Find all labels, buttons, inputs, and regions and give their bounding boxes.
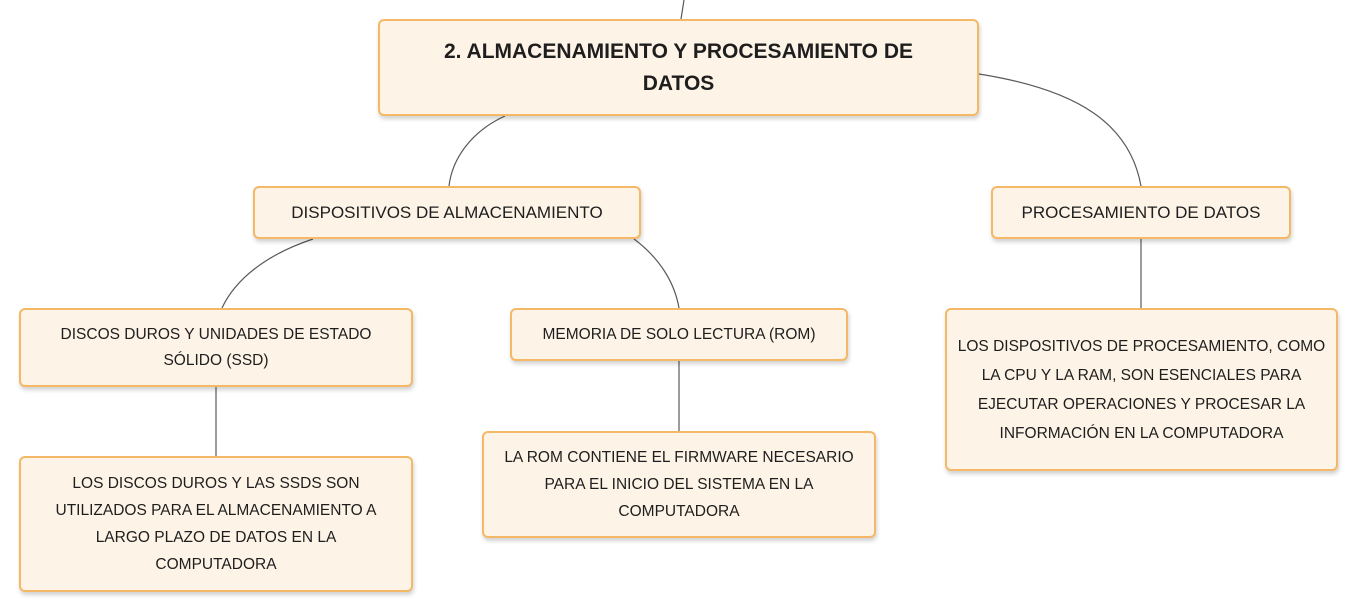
connector-storage-disks	[221, 238, 314, 309]
connector-root-processing	[978, 73, 1142, 187]
data-processing-label: PROCESAMIENTO DE DATOS	[1021, 202, 1261, 222]
connector-root-storage	[448, 115, 506, 187]
root-topic-label: 2. ALMACENAMIENTO Y PROCESAMIENTO DE DAT…	[443, 39, 914, 95]
hard-disks-description-text: LOS DISCOS DUROS Y LAS SSDS SON UTILIZAD…	[55, 475, 377, 573]
rom-description-node[interactable]: LA ROM CONTIENE EL FIRMWARE NECESARIO PA…	[482, 431, 876, 538]
connector-incoming	[680, 0, 685, 20]
processing-description-node[interactable]: LOS DISPOSITIVOS DE PROCESAMIENTO, COMO …	[945, 308, 1338, 471]
rom-description-text: LA ROM CONTIENE EL FIRMWARE NECESARIO PA…	[504, 449, 854, 520]
rom-label: MEMORIA DE SOLO LECTURA (ROM)	[542, 325, 816, 343]
root-topic-node[interactable]: 2. ALMACENAMIENTO Y PROCESAMIENTO DE DAT…	[378, 19, 979, 116]
data-processing-node[interactable]: PROCESAMIENTO DE DATOS	[991, 186, 1291, 239]
processing-description-text: LOS DISPOSITIVOS DE PROCESAMIENTO, COMO …	[957, 337, 1326, 442]
rom-node[interactable]: MEMORIA DE SOLO LECTURA (ROM)	[510, 308, 848, 361]
hard-disks-description-node[interactable]: LOS DISCOS DUROS Y LAS SSDS SON UTILIZAD…	[19, 456, 413, 592]
hard-disks-ssd-node[interactable]: DISCOS DUROS Y UNIDADES DE ESTADO SÓLIDO…	[19, 308, 413, 387]
storage-devices-node[interactable]: DISPOSITIVOS DE ALMACENAMIENTO	[253, 186, 641, 239]
hard-disks-ssd-label: DISCOS DUROS Y UNIDADES DE ESTADO SÓLIDO…	[60, 325, 372, 369]
storage-devices-label: DISPOSITIVOS DE ALMACENAMIENTO	[291, 202, 603, 222]
connector-storage-rom	[633, 238, 680, 309]
